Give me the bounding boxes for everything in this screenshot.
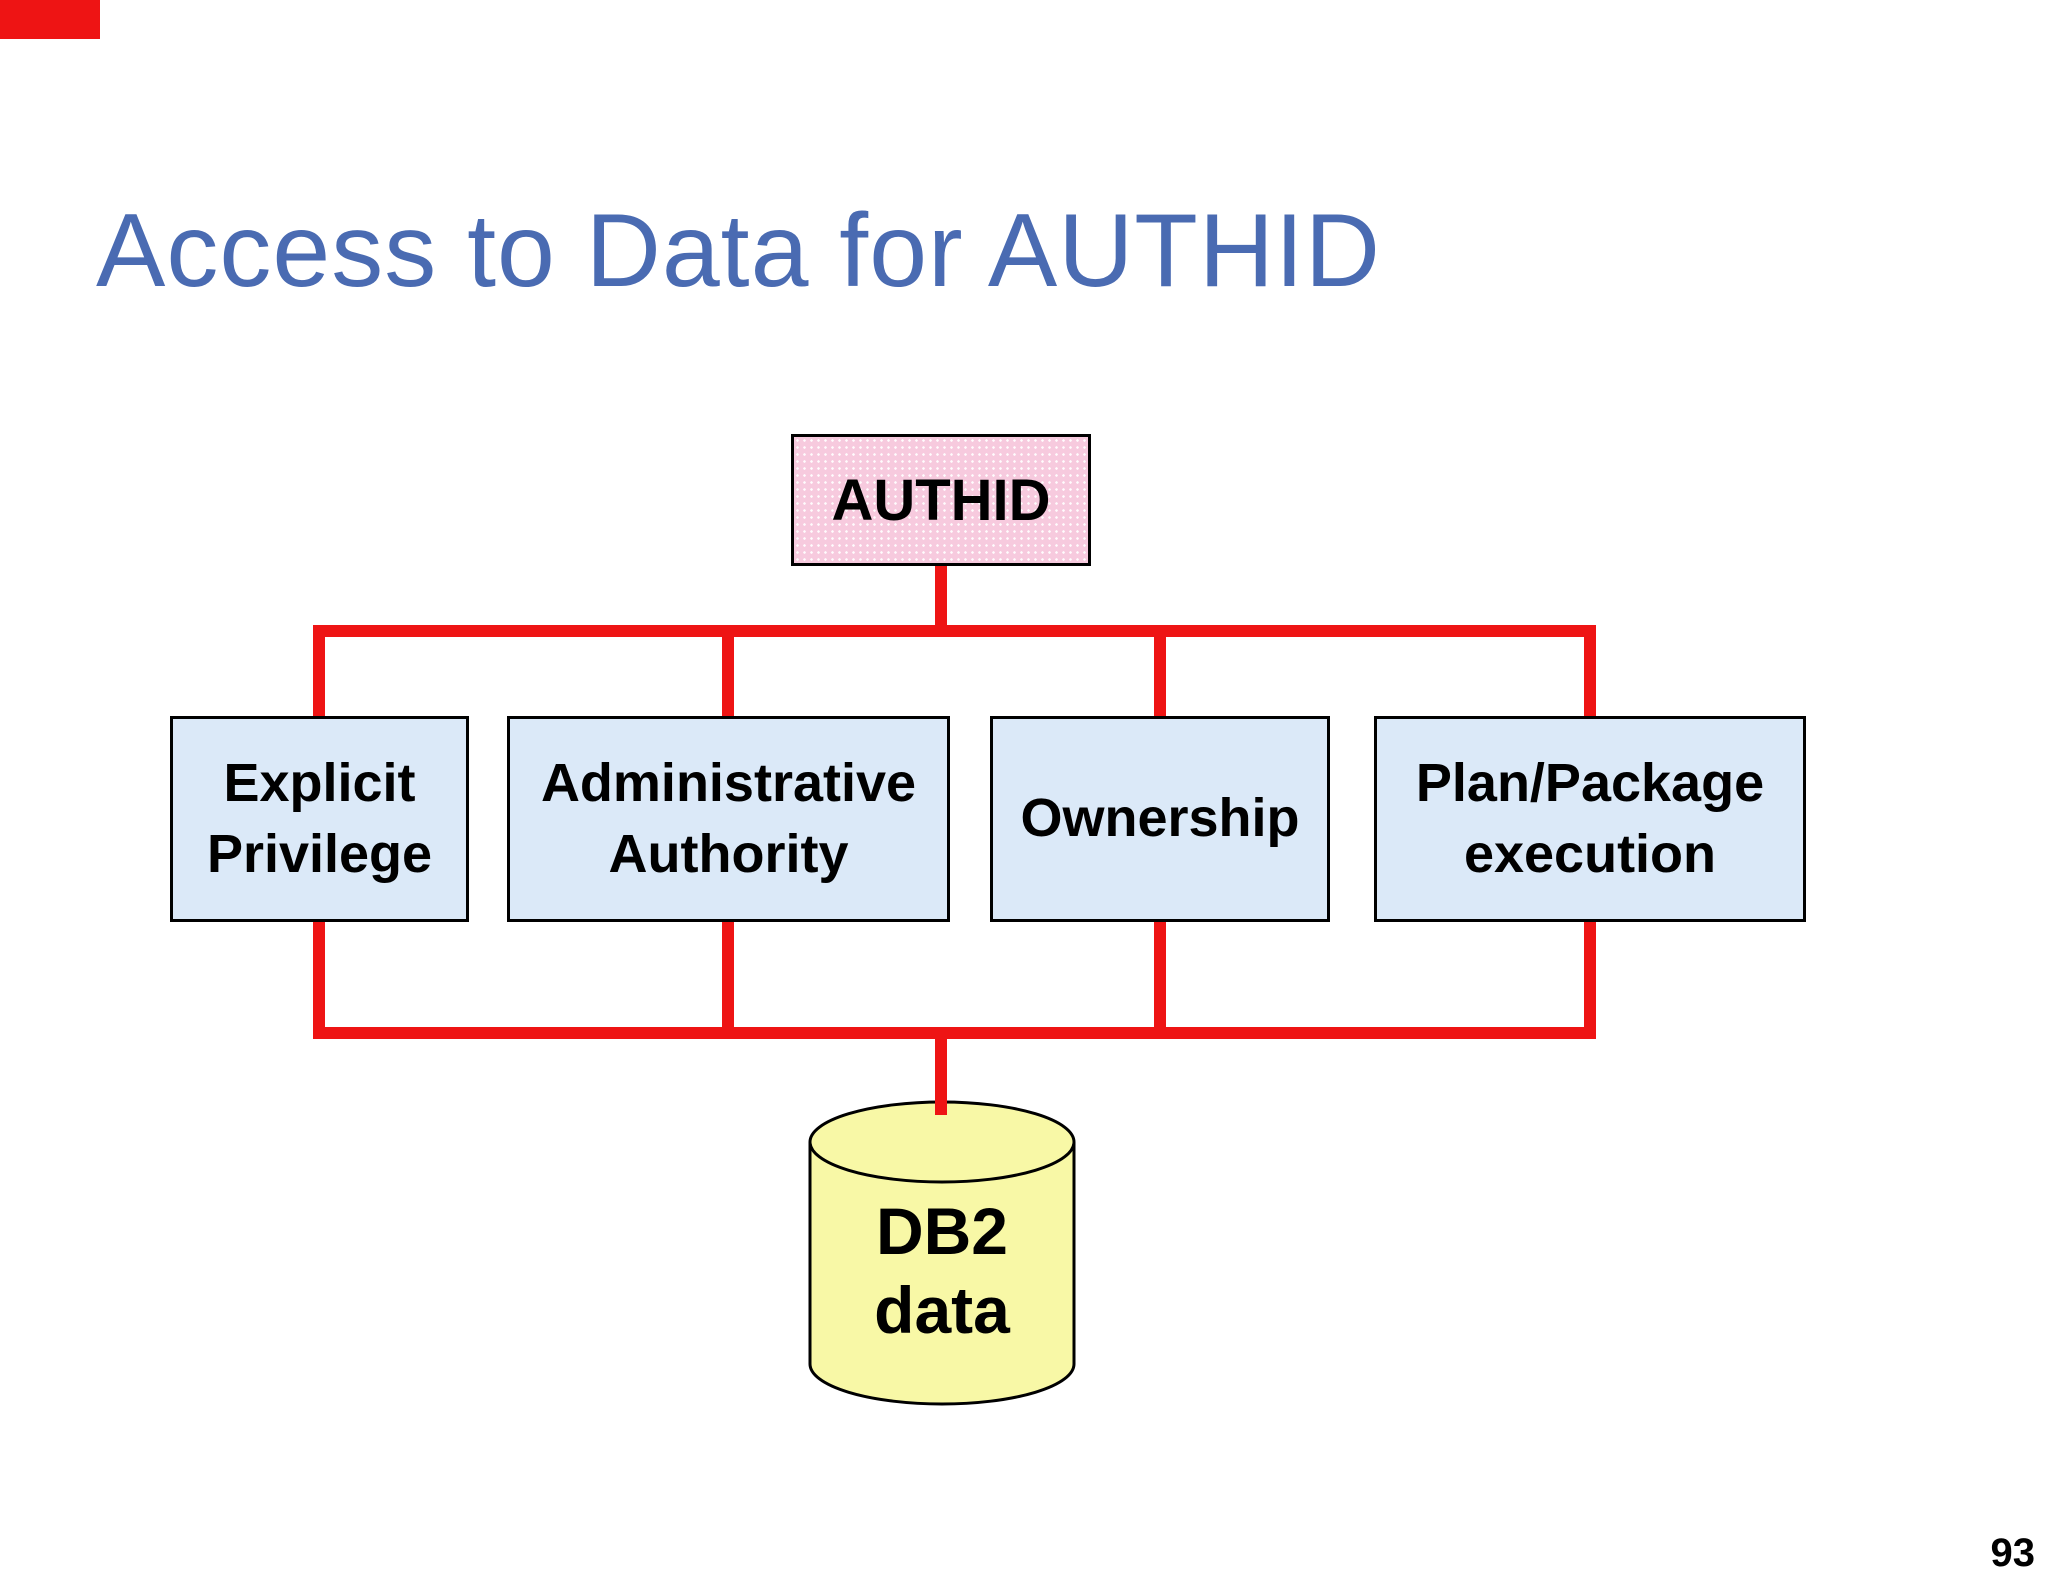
branch-box-plan-package-execution: Plan/Package execution [1374,716,1806,922]
database-label-line1: DB2 [875,1194,1009,1268]
branch-label: Explicit Privilege [206,752,433,884]
branch-box-ownership: Ownership [990,716,1330,922]
authid-root-box: AUTHID [791,434,1091,566]
branch-label: Ownership [1020,788,1300,849]
connector-authid-drop [935,552,947,630]
red-accent-bar [0,0,100,39]
branch-label: Administrative Authority [540,752,917,884]
page-number: 93 [1990,1531,2036,1575]
database-label: DB2 data [806,1192,1078,1350]
database-cylinder-icon [808,1100,1076,1406]
connector-top-bus [313,625,1596,637]
branch-box-explicit-privilege: Explicit Privilege [170,716,469,922]
connector-db2-drop [935,1033,947,1115]
database-label-line2: data [874,1273,1010,1347]
connector-bottom-bus [313,1027,1596,1039]
page-title: Access to Data for AUTHID [96,192,1381,309]
branch-label: Plan/Package execution [1415,752,1765,884]
branch-box-administrative-authority: Administrative Authority [507,716,950,922]
authid-label: AUTHID [831,467,1051,533]
